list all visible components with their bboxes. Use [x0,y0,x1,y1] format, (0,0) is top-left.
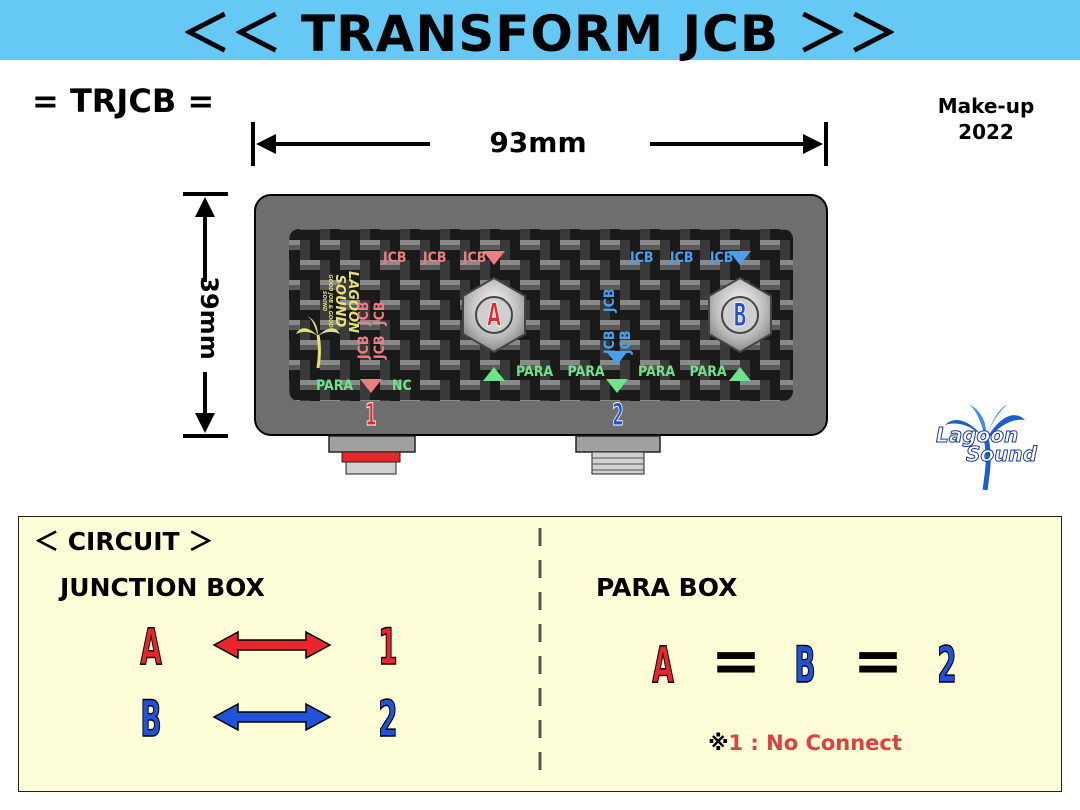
para-item-2: 2 [937,636,957,694]
no-connect-note: ※1 : No Connect [690,731,920,755]
para-row-a: PARA PARA [516,364,605,380]
brand-logo: Lagoon Sound [936,423,1038,466]
jcb-label: JCB [709,250,734,266]
device-logo: LAGOON SOUND GOOD JOB & GOOD SOUND [289,271,360,333]
jcb-blue-row: JCB JCB JCB [630,250,733,266]
para-label: PARA [567,364,605,380]
para-item-b: B [794,636,816,694]
jcb-label: JCB [372,301,388,326]
para-item-a: A [652,636,675,694]
jcb-label: JCB [618,330,634,354]
junction-to-2: 2 [378,690,398,748]
jcb-pink-column: JCB JCB JCB JCB [356,269,388,359]
para-box-title: PARA BOX [596,573,738,602]
jcb-label: JCB [602,330,618,354]
height-dimension-label: 39mm [195,276,223,360]
para-equals-1: = [710,626,762,696]
jcb-pink-row: JCB JCB JCB [383,250,486,266]
para-label: PARA [516,364,554,380]
jcb-label: JCB [462,250,487,266]
makeup-year: Make-up 2022 [937,94,1035,144]
jcb-label: JCB [669,250,694,266]
jcb-label: JCB [630,250,654,266]
jcb-label: JCB [422,250,447,266]
jack-a-label: A [487,296,501,335]
model-name: = TRJCB = [32,82,215,120]
para-row-b: PARA PARA [638,364,727,380]
jack-b-label: B [733,296,747,335]
para-equals-2: = [852,626,904,696]
circuit-heading: ＜ CIRCUIT ＞ [34,527,214,556]
junction-arrows [212,630,332,732]
para-label: PARA [638,364,676,380]
jcb-label: JCB [383,250,407,266]
output-2-label: 2 [612,398,624,434]
junction-from-a: A [140,618,163,676]
brand-logo-line1: Lagoon [936,423,1019,447]
jcb-label: JCB [602,288,618,313]
brand-logo-line2: Sound [966,442,1038,466]
circuit-divider [538,528,542,778]
junction-from-b: B [140,690,162,748]
output-1-label: 1 [365,398,377,434]
jcb-label: JCB [356,301,372,326]
note-text: 1 : No Connect [728,731,902,755]
jcb-blue-column: JCB JCB JCB [602,258,634,354]
junction-to-1: 1 [378,618,398,676]
junction-box-title: JUNCTION BOX [60,573,265,602]
width-dimension-label: 93mm [489,126,587,159]
page-title: ＜＜ TRANSFORM JCB ＞＞ [0,0,1080,63]
para-label: PARA [689,364,727,380]
jcb-label: JCB [372,335,388,359]
jcb-label: JCB [356,335,372,359]
note-mark: ※ [708,731,729,755]
para-label-left: PARA [316,378,354,394]
nc-label: NC [392,378,412,394]
dimension-lines [183,122,1025,491]
device-logo-small: GOOD JOB & GOOD SOUND [321,274,333,328]
